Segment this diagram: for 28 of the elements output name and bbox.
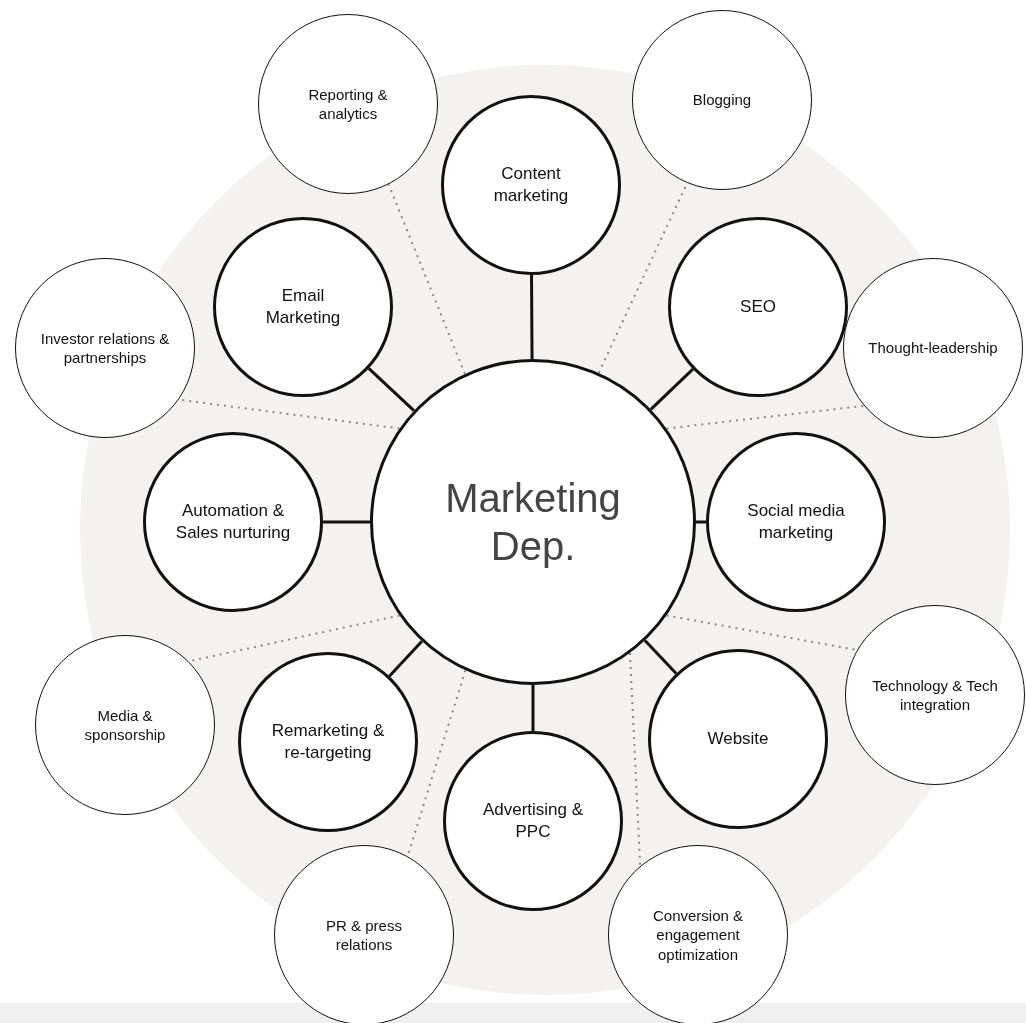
topic-label: Media & sponsorship [83, 705, 167, 745]
connector-line [367, 367, 415, 412]
topic-label: Conversion & engagement optimization [651, 905, 744, 965]
connector-line [530, 275, 534, 359]
connector-line [531, 685, 535, 731]
topic-label: Reporting & analytics [307, 84, 389, 124]
topic-label: PR & press relations [325, 915, 403, 955]
topic-label: Social media marketing [746, 499, 846, 544]
topic-label: Content marketing [492, 162, 570, 207]
topic-label: Remarketing & re-targeting [270, 719, 386, 764]
topic-label: Technology & Tech integration [871, 675, 999, 715]
dotted-connector [628, 652, 642, 868]
topic-label: Website [707, 727, 769, 750]
topic-label: Automation & Sales nurturing [174, 499, 292, 544]
hub-title: Marketing Dep. [444, 475, 622, 570]
topic-label: Advertising & PPC [481, 798, 585, 843]
topic-label: Blogging [692, 90, 752, 110]
topic-label: Investor relations & partnerships [39, 328, 171, 368]
dotted-connector [665, 404, 866, 430]
connector-line [643, 639, 678, 675]
dotted-connector [387, 183, 466, 375]
connector-line [696, 520, 706, 524]
connector-line [388, 640, 423, 678]
topic-label: Email Marketing [264, 284, 342, 329]
topic-label: SEO [740, 295, 776, 318]
connector-line [323, 520, 370, 524]
topic-label: Thought-leadership [868, 338, 998, 358]
connector-line [649, 368, 694, 411]
